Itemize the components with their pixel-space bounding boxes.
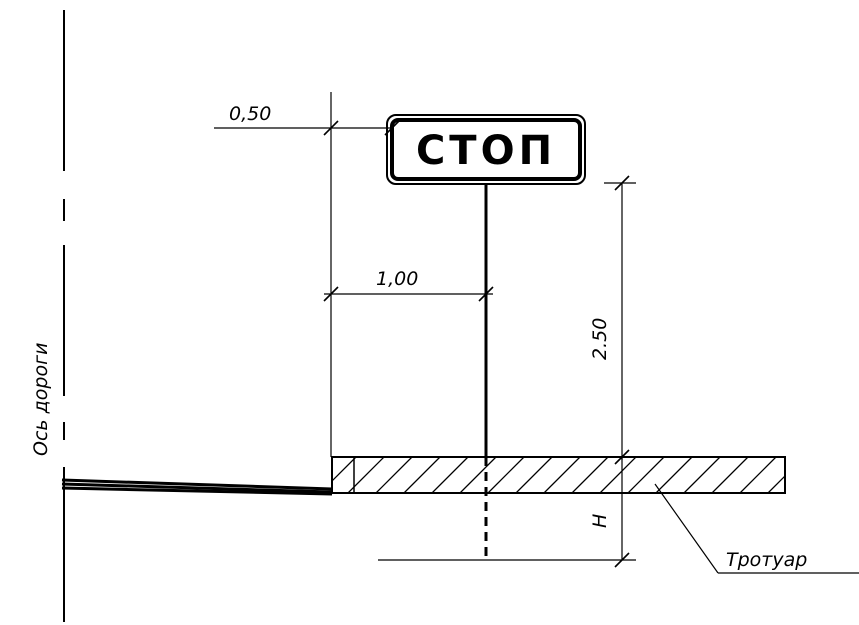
hatch-line <box>571 457 609 493</box>
hatch-line <box>332 457 357 482</box>
sidewalk-leader <box>654 483 859 574</box>
hatch-line <box>403 457 441 493</box>
hatch-line <box>711 457 749 493</box>
hatch-line <box>431 457 469 493</box>
hatch-line <box>487 457 525 493</box>
hatch-line <box>543 457 581 493</box>
dimension-depth-label: H <box>589 514 611 528</box>
road-axis-label: Ось дороги <box>30 343 52 456</box>
dimension-height-label: 2.50 <box>589 318 611 360</box>
sidewalk-slab <box>331 456 859 494</box>
dimension-offset-top <box>214 120 400 136</box>
hatch-line <box>739 457 777 493</box>
dimension-offset-mid <box>323 286 494 302</box>
dimension-offset-top-label: 0,50 <box>229 103 271 125</box>
hatch-line <box>599 457 637 493</box>
hatch-line <box>655 457 693 493</box>
hatch-line <box>459 457 497 493</box>
hatch-line <box>824 457 859 493</box>
dimension-offset-mid-label: 1,00 <box>376 268 418 290</box>
hatch-line <box>627 457 665 493</box>
road-surface <box>61 478 333 496</box>
hatch-line <box>515 457 553 493</box>
sign-text: СТОП <box>416 128 556 174</box>
sidewalk-label: Тротуар <box>726 549 807 571</box>
dimension-depth <box>378 457 636 568</box>
hatch-line <box>796 457 832 493</box>
hatch-line <box>683 457 721 493</box>
hatch-line <box>767 475 785 493</box>
stop-sign: СТОП <box>386 114 586 185</box>
hatch-line <box>375 457 413 493</box>
